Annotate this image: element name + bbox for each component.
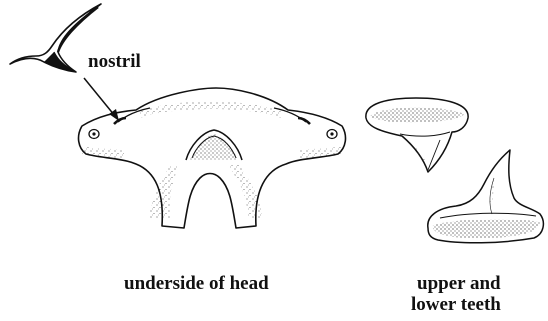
- head-underside-drawing: [79, 88, 346, 228]
- nostril-pointer-arrow: [84, 78, 119, 121]
- upper-tooth-drawing: [366, 98, 468, 172]
- teeth-caption-line-2: lower teeth: [411, 294, 501, 316]
- nostril-label: nostril: [88, 51, 141, 73]
- lower-tooth-drawing: [428, 150, 544, 243]
- teeth-caption-line-1: upper and: [417, 273, 501, 295]
- underside-of-head-caption: underside of head: [124, 273, 269, 295]
